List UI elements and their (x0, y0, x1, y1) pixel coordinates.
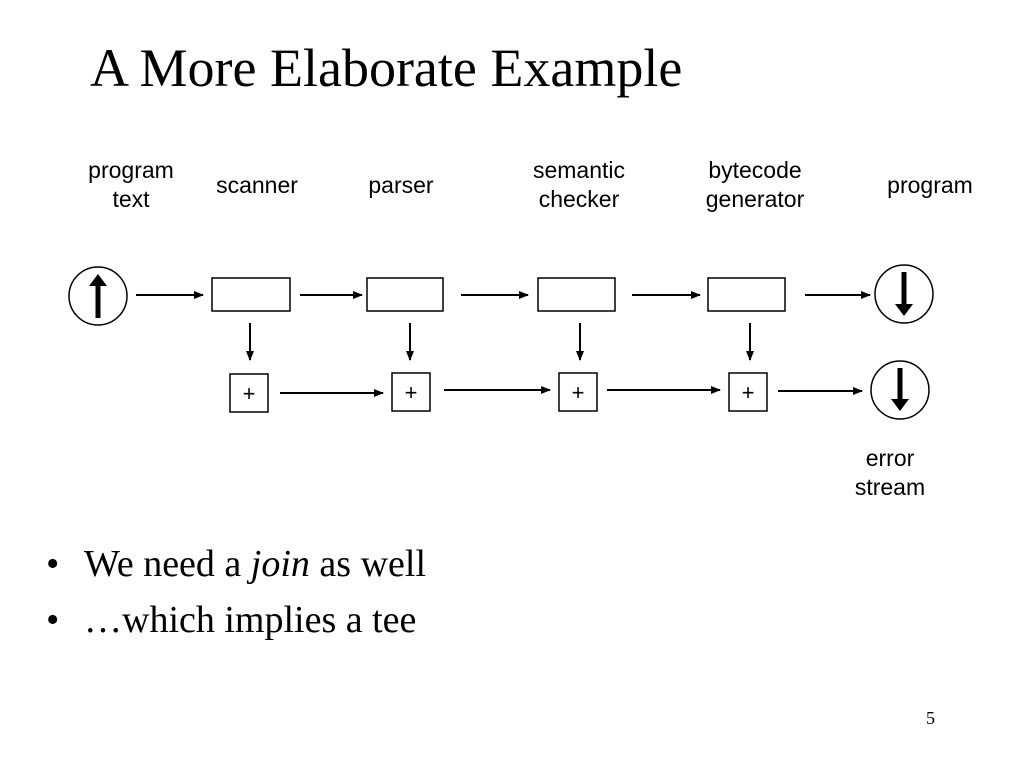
up-arrow-icon (89, 274, 107, 286)
label-program-text-line2: text (112, 186, 150, 212)
label-semantic-checker-line1: semantic (532, 157, 626, 183)
label-semantic-checker-line2: checker (538, 186, 620, 212)
semantic-checker-box (537, 277, 616, 312)
join-symbol-4: + (742, 380, 755, 405)
label-program-text: program text (41, 156, 221, 214)
label-bytecode-generator-line2: generator (705, 186, 805, 212)
program-sink-circle (874, 264, 934, 324)
join-box-3 (558, 372, 598, 412)
bullet-join-emphasis: join (250, 543, 310, 585)
label-error-stream-line1: error (865, 445, 915, 471)
bullet-join-text-after: as well (309, 543, 426, 585)
page-number: 5 (926, 708, 935, 728)
label-program-text-line1: program (88, 157, 174, 183)
down-arrow-icon (895, 304, 913, 316)
bullet-marker: • (46, 543, 60, 585)
join-symbol-2: + (405, 380, 418, 405)
bullet-tee-text: …which implies a tee (84, 599, 417, 641)
error-stream-circle (870, 360, 930, 420)
label-bytecode-generator-line1: bytecode (708, 157, 802, 183)
bytecode-generator-box (707, 277, 786, 312)
join-box-2 (391, 372, 431, 412)
label-program-output: program (840, 171, 1020, 200)
join-box-4 (728, 372, 768, 412)
parser-box (366, 277, 444, 312)
slide-title: A More Elaborate Example (90, 38, 683, 98)
label-scanner-text: scanner (216, 172, 298, 198)
source-circle (68, 266, 128, 326)
label-semantic-checker: semantic checker (489, 156, 669, 214)
label-error-stream-line2: stream (854, 474, 926, 500)
label-bytecode-generator: bytecode generator (665, 156, 845, 214)
label-parser-text: parser (368, 172, 434, 198)
label-error-stream: error stream (800, 444, 980, 502)
scanner-box (211, 277, 291, 312)
join-symbol-3: + (572, 380, 585, 405)
label-scanner: scanner (167, 171, 347, 200)
join-box-1 (229, 373, 269, 413)
join-symbol-1: + (243, 381, 256, 406)
label-parser: parser (311, 171, 491, 200)
bullet-item-join: • We need a join as well (46, 536, 426, 592)
bullet-join-text-before: We need a (84, 543, 251, 585)
bullet-marker: • (46, 599, 60, 641)
bullet-list: • We need a join as well • …which implie… (46, 536, 426, 648)
bullet-item-tee: • …which implies a tee (46, 592, 426, 648)
down-arrow-icon (891, 399, 909, 411)
label-program-output-text: program (887, 172, 973, 198)
